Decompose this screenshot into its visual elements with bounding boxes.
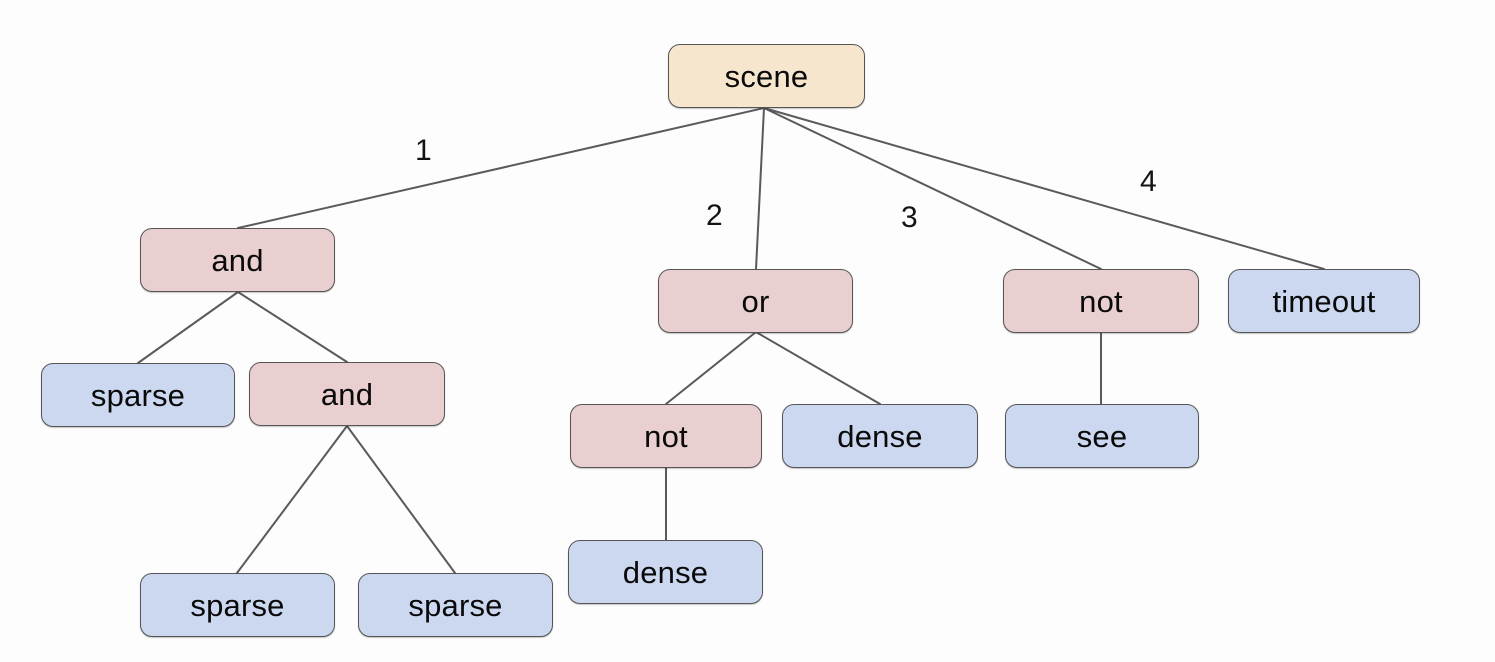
tree-node-dense2[interactable]: dense [568, 540, 763, 604]
edge-label: 2 [706, 199, 723, 232]
tree-node-not2[interactable]: not [1003, 269, 1199, 333]
tree-node-not1[interactable]: not [570, 404, 762, 468]
tree-node-sparse3[interactable]: sparse [358, 573, 553, 637]
tree-edge [665, 331, 757, 405]
tree-edge [237, 291, 348, 363]
tree-node-and1[interactable]: and [140, 228, 335, 292]
tree-node-timeout[interactable]: timeout [1228, 269, 1420, 333]
tree-edge [763, 107, 1102, 270]
tree-edge [237, 107, 765, 229]
tree-edge [755, 331, 881, 405]
edge-label: 4 [1140, 165, 1157, 198]
tree-node-or1[interactable]: or [658, 269, 853, 333]
tree-node-and2[interactable]: and [249, 362, 445, 426]
tree-edge [763, 107, 1325, 270]
edge-label: 1 [415, 134, 432, 167]
tree-edge [346, 425, 456, 574]
tree-node-sparse1[interactable]: sparse [41, 363, 235, 427]
edge-label: 3 [901, 201, 918, 234]
tree-node-sparse2[interactable]: sparse [140, 573, 335, 637]
tree-edge [236, 425, 348, 574]
tree-edge [137, 291, 239, 364]
tree-node-see[interactable]: see [1005, 404, 1199, 468]
tree-edge [755, 107, 765, 270]
tree-node-scene[interactable]: scene [668, 44, 865, 108]
tree-node-dense1[interactable]: dense [782, 404, 978, 468]
